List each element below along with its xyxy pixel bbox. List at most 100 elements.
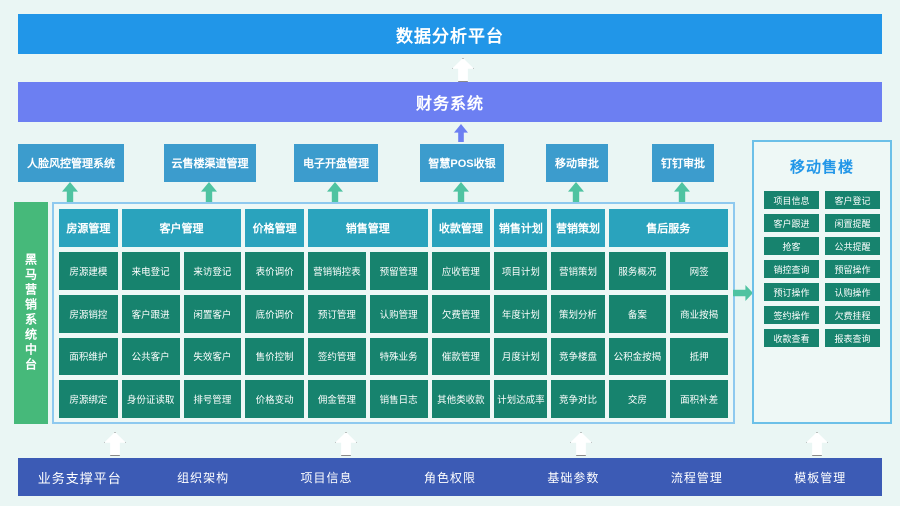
feature-cell[interactable]: 底价调价 — [245, 294, 305, 333]
feature-cell[interactable]: 商业按揭 — [670, 294, 728, 333]
module-column-8: 服务概况备案公积金按揭交房网签商业按揭抵押面积补差 — [608, 252, 728, 418]
mobile-feature-cell[interactable]: 收款查看 — [764, 329, 819, 347]
mobile-feature-cell[interactable]: 项目信息 — [764, 191, 819, 209]
feature-subcolumn: 应收管理欠费管理催款管理其他类收款 — [431, 252, 491, 418]
feature-cell[interactable]: 年度计划 — [494, 294, 548, 333]
arrow-up-icon-bottom-2 — [335, 432, 357, 456]
feature-subcolumn: 表价调价底价调价售价控制价格变动 — [245, 252, 305, 418]
module-column-7: 营销策划策划分析竞争楼盘竞争对比 — [551, 252, 605, 418]
arrow-right-icon-mobile — [733, 285, 753, 301]
system-box-3[interactable]: 电子开盘管理 — [294, 144, 378, 182]
feature-cell[interactable]: 面积维护 — [59, 337, 118, 376]
bottom-item-5[interactable]: 基础参数 — [547, 470, 600, 485]
feature-cell[interactable]: 备案 — [608, 294, 667, 333]
feature-cell[interactable]: 抵押 — [670, 337, 728, 376]
module-header-6[interactable]: 销售计划 — [494, 209, 548, 247]
module-header-1[interactable]: 房源管理 — [59, 209, 118, 247]
feature-cell[interactable]: 价格变动 — [245, 380, 305, 418]
feature-cell[interactable]: 预订管理 — [308, 294, 366, 333]
module-column-3: 表价调价底价调价售价控制价格变动 — [245, 252, 305, 418]
mobile-feature-cell[interactable]: 公共提醒 — [825, 237, 880, 255]
feature-subcolumn: 网签商业按揭抵押面积补差 — [670, 252, 728, 418]
bottom-item-7[interactable]: 模板管理 — [794, 470, 847, 485]
feature-cell[interactable]: 签约管理 — [308, 337, 366, 376]
feature-cell[interactable]: 来电登记 — [121, 252, 180, 290]
mobile-feature-cell[interactable]: 预留操作 — [825, 260, 880, 278]
feature-cell[interactable]: 客户跟进 — [121, 294, 180, 333]
feature-cell[interactable]: 房源销控 — [59, 294, 118, 333]
feature-cell[interactable]: 面积补差 — [670, 380, 728, 418]
feature-cell[interactable]: 销售日志 — [369, 380, 428, 418]
feature-cell[interactable]: 佣金管理 — [308, 380, 366, 418]
feature-cell[interactable]: 闲置客户 — [183, 294, 242, 333]
feature-cell[interactable]: 预留管理 — [369, 252, 428, 290]
feature-cell[interactable]: 营销策划 — [551, 252, 605, 290]
feature-cell[interactable]: 公共客户 — [121, 337, 180, 376]
mobile-feature-cell[interactable]: 客户登记 — [825, 191, 880, 209]
mobile-feature-cell[interactable]: 欠费挂程 — [825, 306, 880, 324]
feature-cell[interactable]: 网签 — [670, 252, 728, 290]
mobile-feature-cell[interactable]: 抢客 — [764, 237, 819, 255]
feature-cell[interactable]: 售价控制 — [245, 337, 305, 376]
module-column-2: 来电登记客户跟进公共客户身份证读取 来访登记闲置客户失效客户排号管理 — [121, 252, 242, 418]
feature-cell[interactable]: 月度计划 — [494, 337, 548, 376]
feature-cell[interactable]: 其他类收款 — [431, 380, 491, 418]
mobile-feature-cell[interactable]: 认购操作 — [825, 283, 880, 301]
feature-cell[interactable]: 公积金按揭 — [608, 337, 667, 376]
mobile-feature-cell[interactable]: 签约操作 — [764, 306, 819, 324]
system-box-1[interactable]: 人脸风控管理系统 — [18, 144, 124, 182]
finance-system-banner[interactable]: 财务系统 — [18, 82, 882, 122]
feature-cell[interactable]: 应收管理 — [431, 252, 491, 290]
feature-cell[interactable]: 策划分析 — [551, 294, 605, 333]
system-box-4[interactable]: 智慧POS收银 — [420, 144, 504, 182]
system-box-5[interactable]: 移动审批 — [546, 144, 608, 182]
module-header-4[interactable]: 销售管理 — [308, 209, 428, 247]
module-header-row: 房源管理客户管理价格管理销售管理收款管理销售计划营销策划售后服务 — [59, 209, 728, 247]
core-platform-panel: 房源管理客户管理价格管理销售管理收款管理销售计划营销策划售后服务 房源建模房源销… — [52, 202, 735, 424]
module-header-2[interactable]: 客户管理 — [121, 209, 242, 247]
feature-cell[interactable]: 催款管理 — [431, 337, 491, 376]
mobile-sales-panel: 移动售楼 项目信息客户登记客户跟进闲置提醒抢客公共提醒销控查询预留操作预订操作认… — [752, 140, 892, 424]
mobile-feature-cell[interactable]: 报表查询 — [825, 329, 880, 347]
feature-cell[interactable]: 交房 — [608, 380, 667, 418]
feature-cell[interactable]: 来访登记 — [183, 252, 242, 290]
bottom-item-4[interactable]: 角色权限 — [423, 470, 476, 485]
module-header-5[interactable]: 收款管理 — [431, 209, 491, 247]
bottom-item-6[interactable]: 流程管理 — [670, 470, 723, 485]
data-platform-banner[interactable]: 数据分析平台 — [18, 14, 882, 54]
module-column-5: 应收管理欠费管理催款管理其他类收款 — [431, 252, 491, 418]
feature-cell[interactable]: 服务概况 — [608, 252, 667, 290]
business-support-bar: 业务支撑平台组织架构项目信息角色权限基础参数流程管理模板管理 — [18, 458, 882, 496]
feature-cell[interactable]: 身份证读取 — [121, 380, 180, 418]
mobile-feature-cell[interactable]: 销控查询 — [764, 260, 819, 278]
mobile-feature-cell[interactable]: 客户跟进 — [764, 214, 819, 232]
arrow-up-icon-bottom-3 — [570, 432, 592, 456]
feature-cell[interactable]: 竞争对比 — [551, 380, 605, 418]
feature-cell[interactable]: 特殊业务 — [369, 337, 428, 376]
system-box-6[interactable]: 钉钉审批 — [652, 144, 714, 182]
mobile-feature-cell[interactable]: 闲置提醒 — [825, 214, 880, 232]
system-box-2[interactable]: 云售楼渠道管理 — [164, 144, 256, 182]
feature-cell[interactable]: 认购管理 — [369, 294, 428, 333]
feature-cell[interactable]: 房源建模 — [59, 252, 118, 290]
feature-subcolumn: 预留管理认购管理特殊业务销售日志 — [369, 252, 428, 418]
feature-cell[interactable]: 计划达成率 — [494, 380, 548, 418]
feature-cell[interactable]: 项目计划 — [494, 252, 548, 290]
bottom-item-2[interactable]: 组织架构 — [177, 470, 230, 485]
feature-cell[interactable]: 失效客户 — [183, 337, 242, 376]
arrow-up-icon-system-2 — [201, 182, 217, 202]
module-header-7[interactable]: 营销策划 — [551, 209, 605, 247]
feature-cell[interactable]: 表价调价 — [245, 252, 305, 290]
feature-cell[interactable]: 欠费管理 — [431, 294, 491, 333]
mobile-feature-cell[interactable]: 预订操作 — [764, 283, 819, 301]
feature-cell[interactable]: 排号管理 — [183, 380, 242, 418]
bottom-item-3[interactable]: 项目信息 — [300, 470, 353, 485]
module-header-3[interactable]: 价格管理 — [245, 209, 305, 247]
feature-cell[interactable]: 竞争楼盘 — [551, 337, 605, 376]
arrow-up-icon-system-4 — [453, 182, 469, 202]
feature-cell[interactable]: 房源绑定 — [59, 380, 118, 418]
module-header-8[interactable]: 售后服务 — [608, 209, 728, 247]
feature-cell[interactable]: 营销销控表 — [308, 252, 366, 290]
arrow-up-icon-system-1 — [62, 182, 78, 202]
